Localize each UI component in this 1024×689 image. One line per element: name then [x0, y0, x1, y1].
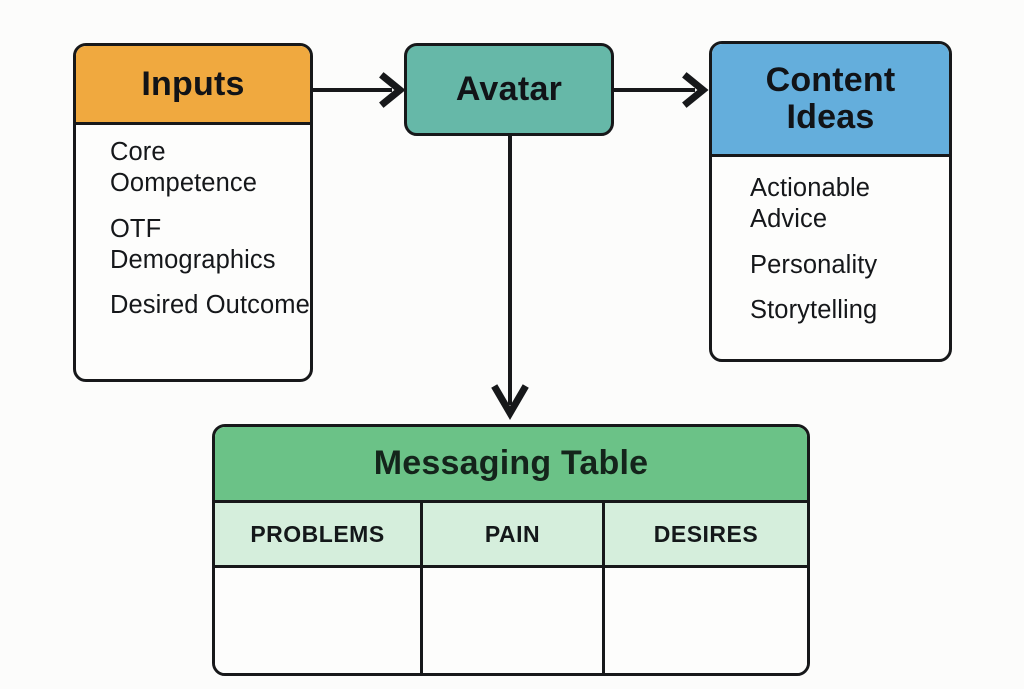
content-ideas-item-1: Personality	[750, 250, 878, 279]
column-header-pain: PAIN	[423, 503, 605, 565]
inputs-item-2: Desired Outcome	[110, 291, 310, 320]
column-header-problems: PROBLEMS	[215, 503, 423, 565]
messaging-table-title: Messaging Table	[215, 427, 807, 503]
cell-desires[interactable]	[605, 568, 807, 673]
node-inputs[interactable]: Inputs Core Oompetence OTF Demographics …	[73, 43, 313, 382]
arrow-avatar-to-messaging-table	[491, 133, 529, 420]
cell-problems[interactable]	[215, 568, 423, 673]
node-avatar[interactable]: Avatar	[404, 43, 614, 136]
node-messaging-table[interactable]: Messaging Table PROBLEMS PAIN DESIRES	[212, 424, 810, 676]
cell-pain[interactable]	[423, 568, 605, 673]
node-content-ideas[interactable]: Content Ideas Actionable Advice Personal…	[709, 41, 952, 362]
arrow-inputs-to-avatar	[310, 72, 406, 108]
inputs-body: Core Oompetence OTF Demographics Desired…	[76, 125, 310, 322]
content-ideas-title-line1: Content	[765, 61, 896, 100]
column-header-desires: DESIRES	[653, 520, 759, 547]
avatar-title: Avatar	[455, 70, 563, 108]
content-ideas-body: Actionable Advice Personality Storytelli…	[712, 157, 949, 326]
inputs-header: Inputs	[76, 46, 310, 125]
messaging-table-header-row: PROBLEMS PAIN DESIRES	[215, 503, 807, 568]
content-ideas-title-line2: Ideas	[786, 98, 875, 136]
inputs-item-1: OTF Demographics	[110, 214, 276, 275]
content-ideas-item-0: Actionable Advice	[750, 174, 871, 234]
arrow-avatar-to-content-ideas	[611, 72, 709, 108]
messaging-table-row	[215, 568, 807, 673]
inputs-title: Inputs	[141, 64, 245, 103]
inputs-item-0: Core Oompetence	[110, 138, 258, 198]
content-ideas-item-2: Storytelling	[750, 296, 878, 325]
content-ideas-header: Content Ideas	[712, 44, 949, 157]
